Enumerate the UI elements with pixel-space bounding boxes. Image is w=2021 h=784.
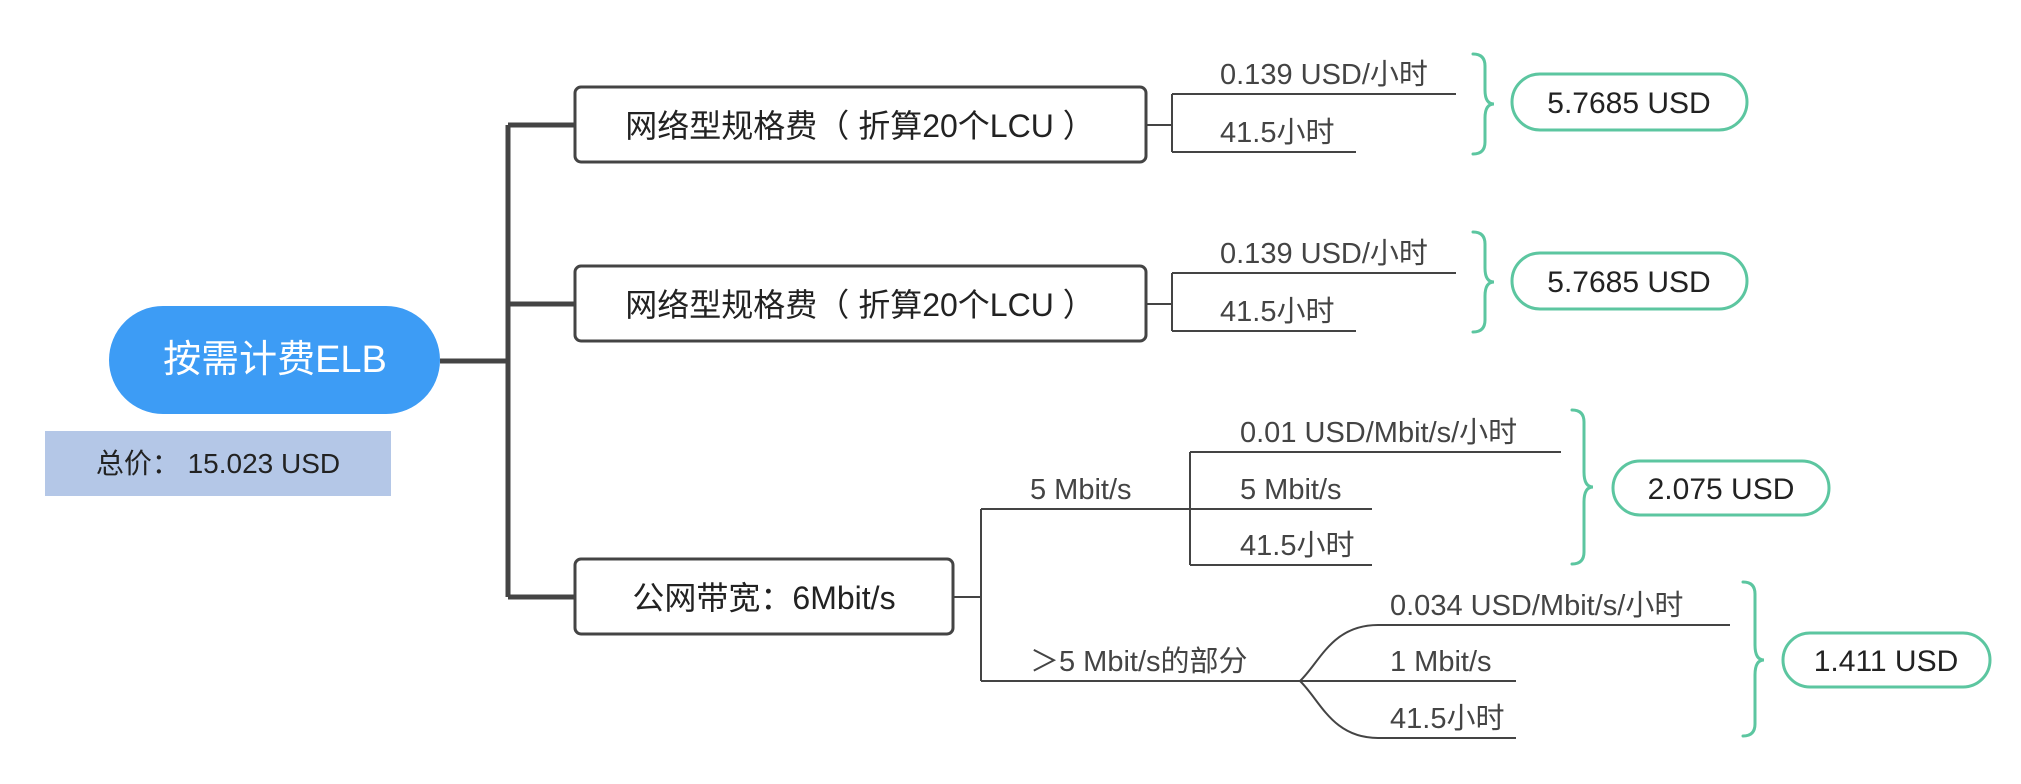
root-node <box>109 306 440 414</box>
item-label: 41.5小时 <box>1390 702 1504 735</box>
item-label: 1 Mbit/s <box>1390 646 1492 678</box>
item-label: 0.01 USD/Mbit/s/小时 <box>1240 416 1517 449</box>
item-label: 41.5小时 <box>1220 295 1334 328</box>
brace-icon <box>1471 230 1495 334</box>
root-label: 按需计费ELB <box>163 339 387 381</box>
subbranch-label: 5 Mbit/s <box>1030 474 1132 506</box>
item-label: 41.5小时 <box>1220 116 1334 149</box>
branch-label: 公网带宽：6Mbit/s <box>632 580 895 616</box>
item-label: 5 Mbit/s <box>1240 474 1342 506</box>
branch-label: 网络型规格费（ 折算20个LCU ） <box>625 108 1094 144</box>
branch-node <box>573 85 1148 164</box>
branch-node <box>573 264 1148 343</box>
item-label: 0.139 USD/小时 <box>1220 237 1428 270</box>
brace-icon <box>1471 52 1495 156</box>
brace-icon <box>1741 580 1765 738</box>
total-label: 总价： 15.023 USD <box>96 448 340 479</box>
result-label: 1.411 USD <box>1814 645 1959 678</box>
item-label: 41.5小时 <box>1240 529 1354 562</box>
subbranch-label: ＞5 Mbit/s的部分 <box>1030 645 1248 678</box>
item-label: 0.139 USD/小时 <box>1220 58 1428 91</box>
braces <box>1471 52 1765 738</box>
result-pill <box>1781 631 1992 689</box>
total-badge <box>45 431 391 496</box>
branch-node <box>573 557 955 636</box>
result-label: 5.7685 USD <box>1547 266 1710 299</box>
branch-label: 网络型规格费（ 折算20个LCU ） <box>625 287 1094 323</box>
brace-icon <box>1570 408 1594 566</box>
connectors <box>440 93 1730 739</box>
result-pill <box>1611 459 1831 517</box>
result-pill <box>1510 251 1749 311</box>
item-label: 0.034 USD/Mbit/s/小时 <box>1390 589 1683 622</box>
result-label: 2.075 USD <box>1648 473 1795 506</box>
result-pill <box>1510 72 1749 132</box>
result-label: 5.7685 USD <box>1547 87 1710 120</box>
